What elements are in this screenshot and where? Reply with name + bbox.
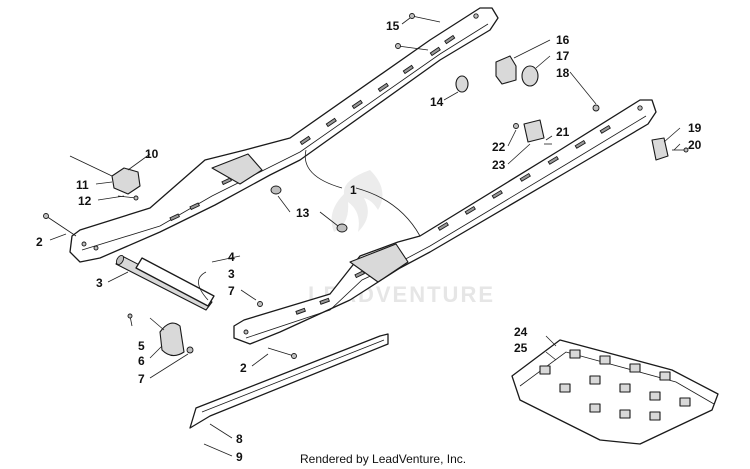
callout-11[interactable]: 11 [76, 178, 89, 192]
callout-8[interactable]: 8 [236, 432, 243, 446]
wear-strip[interactable] [189, 333, 389, 429]
callouts: 1 2 2 3 3 4 5 6 7 7 8 9 10 11 12 13 14 1… [36, 19, 702, 464]
track-clips-part-24-25[interactable] [511, 339, 719, 445]
callout-21[interactable]: 21 [556, 125, 570, 139]
callout-20[interactable]: 20 [688, 138, 702, 152]
washer-part-13[interactable] [270, 185, 348, 233]
bushing-part-14[interactable] [455, 75, 469, 93]
callout-16[interactable]: 16 [556, 33, 570, 47]
right-slide-rail[interactable] [233, 99, 657, 345]
spacer-part-7[interactable] [257, 301, 263, 307]
callout-10[interactable]: 10 [145, 147, 159, 161]
callout-24[interactable]: 24 [514, 325, 528, 339]
callout-2-right[interactable]: 2 [240, 361, 247, 375]
callout-25[interactable]: 25 [514, 341, 528, 355]
idler-wheel-left[interactable] [127, 313, 194, 357]
callout-12[interactable]: 12 [78, 194, 92, 208]
callout-5[interactable]: 5 [138, 339, 145, 353]
callout-13[interactable]: 13 [296, 206, 310, 220]
bracket-part-19[interactable] [651, 137, 669, 161]
callout-22[interactable]: 22 [492, 140, 506, 154]
callout-17[interactable]: 17 [556, 49, 570, 63]
bolt-part-2-right[interactable] [267, 347, 297, 359]
callout-15[interactable]: 15 [386, 19, 400, 33]
callout-1[interactable]: 1 [350, 183, 357, 197]
rail-end-cap-left[interactable] [69, 155, 141, 201]
callout-19[interactable]: 19 [688, 121, 702, 135]
callout-18[interactable]: 18 [556, 66, 570, 80]
bolts-part-15[interactable] [395, 13, 441, 51]
callout-23[interactable]: 23 [492, 158, 506, 172]
callout-9[interactable]: 9 [236, 450, 243, 464]
callout-3-left[interactable]: 3 [96, 276, 103, 290]
stop-block-part-23[interactable] [523, 119, 545, 143]
callout-4[interactable]: 4 [228, 250, 235, 264]
leader-lines [49, 17, 681, 457]
left-slide-rail[interactable] [69, 7, 499, 263]
rendered-by-footer: Rendered by LeadVenture, Inc. [300, 452, 467, 466]
callout-7-upper[interactable]: 7 [228, 284, 235, 298]
stop-block-part-16[interactable] [495, 55, 517, 85]
callout-7-lower[interactable]: 7 [138, 372, 145, 386]
callout-14[interactable]: 14 [430, 95, 444, 109]
nut-part-18[interactable] [592, 104, 600, 112]
bolt-part-2-left[interactable] [43, 213, 77, 237]
stop-insert-part-17[interactable] [521, 65, 539, 87]
callout-2-left[interactable]: 2 [36, 235, 43, 249]
cross-shaft[interactable] [115, 254, 215, 311]
nut-part-22[interactable] [513, 123, 519, 129]
callout-6[interactable]: 6 [138, 354, 145, 368]
callout-3-right[interactable]: 3 [228, 267, 235, 281]
